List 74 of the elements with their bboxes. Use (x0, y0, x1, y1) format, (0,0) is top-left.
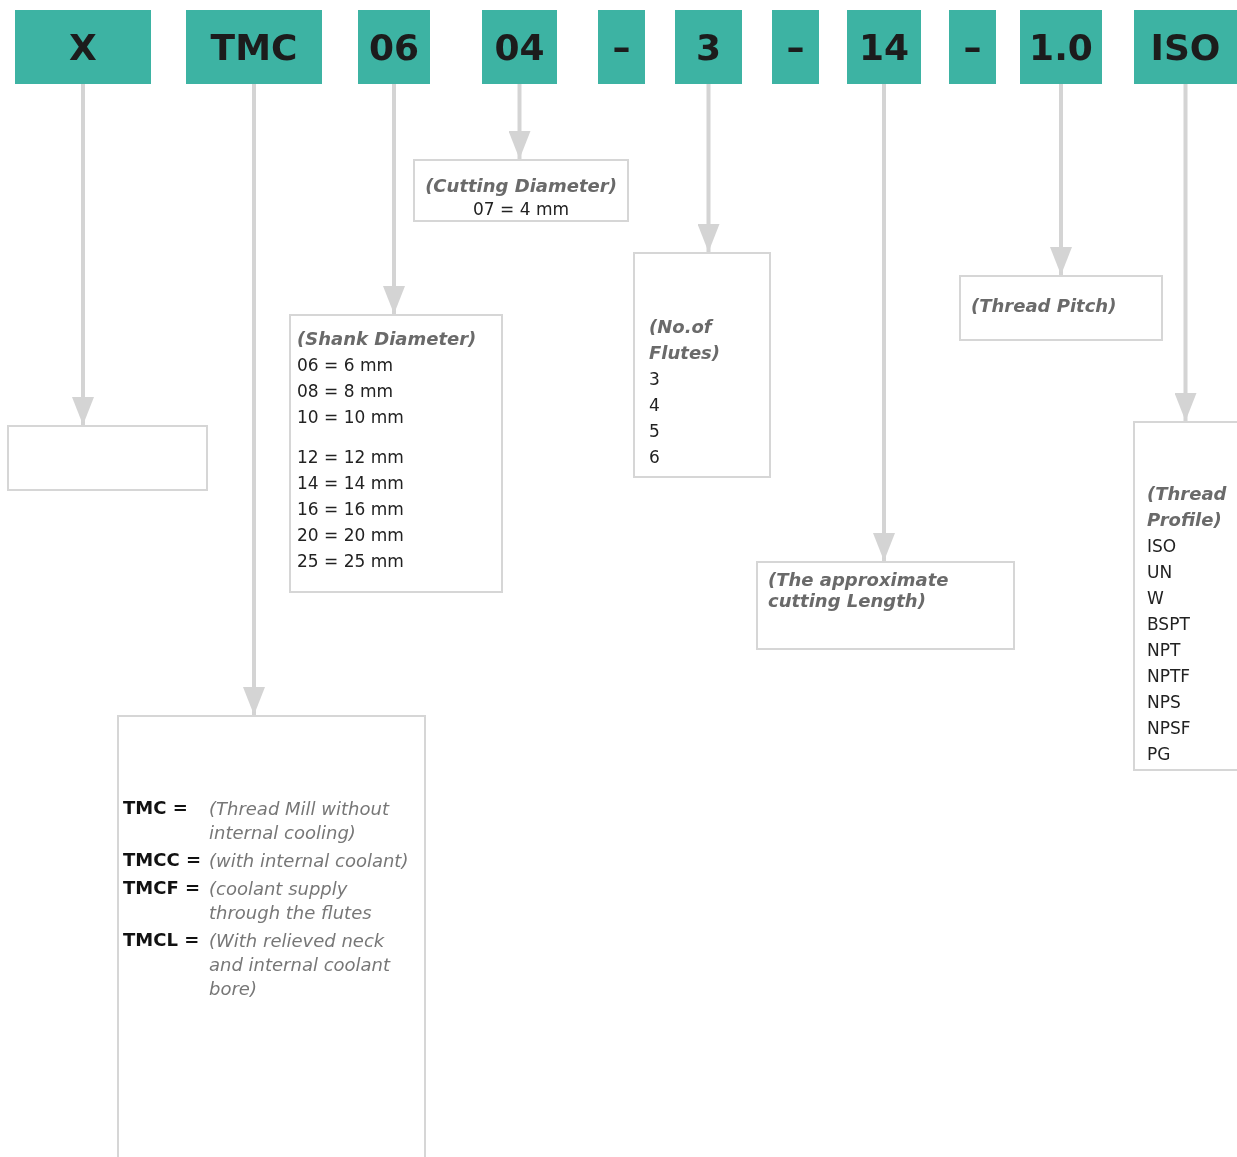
value-text: 5 (649, 420, 661, 443)
value-text: 14 = 14 mm (297, 472, 405, 495)
code-segment (482, 10, 557, 84)
code-segment (186, 10, 322, 84)
code-text: 06 (368, 26, 420, 68)
code-text: – (786, 26, 805, 68)
type-description: (coolant supply through the flutes (208, 877, 373, 925)
value-text: 06 = 6 mm (297, 354, 395, 377)
value-text: UN (1147, 561, 1174, 584)
value-text: 10 = 10 mm (297, 406, 405, 429)
type-box (117, 715, 426, 1157)
code-segment (1134, 10, 1237, 84)
heading: (The approximate cutting Length) (768, 569, 950, 611)
code-segment (675, 10, 742, 84)
code-segment (358, 10, 430, 84)
value-text: 3 (649, 368, 661, 391)
arrow (383, 84, 405, 314)
arrow (243, 84, 265, 715)
value-text: 16 = 16 mm (297, 498, 405, 521)
heading: (Thread Profile) (1147, 482, 1228, 532)
cutting-length-box (756, 561, 1015, 650)
thread-pitch-box (959, 275, 1163, 341)
value-text: NPSF (1147, 717, 1192, 740)
code-text: 1.0 (1029, 26, 1093, 68)
arrow (697, 84, 720, 252)
value-text: 25 = 25 mm (297, 550, 405, 573)
thread-profile-box (1133, 421, 1237, 771)
heading: (Thread Pitch) (971, 295, 1118, 316)
value-text: NPS (1147, 691, 1182, 714)
code-segment (847, 10, 921, 84)
arrow (1050, 84, 1072, 275)
arrow (873, 84, 895, 561)
arrow (72, 84, 94, 425)
code-text: ISO (1150, 26, 1221, 68)
value-text: 6 (649, 446, 661, 469)
value-text: NPTF (1147, 665, 1192, 688)
cutting-diameter-box (413, 159, 629, 222)
value-text: W (1147, 587, 1165, 610)
value-text: ISO (1147, 535, 1178, 558)
value-text: BSPT (1147, 613, 1191, 636)
code-text: – (612, 26, 631, 68)
value-text: 20 = 20 mm (297, 524, 405, 547)
type-code: TMCC = (123, 849, 201, 872)
value-text: NPT (1147, 639, 1182, 662)
value-text: 07 = 4 mm (472, 198, 570, 221)
arrow (508, 84, 531, 159)
code-text: 04 (494, 26, 545, 68)
type-code: TMCL = (123, 929, 201, 952)
heading: (Shank Diameter) (297, 327, 478, 351)
code-segment (598, 10, 645, 84)
code-segment (949, 10, 996, 84)
value-text: 4 (649, 394, 661, 417)
value-text: 12 = 12 mm (297, 446, 405, 469)
code-text: – (963, 26, 982, 68)
arrow (1174, 84, 1197, 421)
value-text: PG (1147, 743, 1172, 766)
empty-box (7, 425, 208, 491)
heading: (Cutting Diameter) (425, 175, 617, 196)
flutes-box (633, 252, 771, 478)
shank-diameter-box (289, 314, 503, 593)
type-description: (Thread Mill without internal cooling) (208, 797, 391, 845)
code-text: 3 (695, 26, 722, 68)
type-code: TMC = (123, 797, 189, 820)
code-segment (772, 10, 819, 84)
type-description: (with internal coolant) (208, 849, 410, 873)
type-code: TMCF = (123, 877, 201, 900)
type-description: (With relieved neck and internal coolant bore) (208, 929, 392, 1001)
value-text: 08 = 8 mm (297, 380, 395, 403)
code-segment (1020, 10, 1102, 84)
code-text: TMC (210, 26, 298, 68)
code-text: 14 (858, 26, 910, 68)
code-text: X (69, 26, 97, 68)
code-segment (15, 10, 151, 84)
heading: (No.of Flutes) (649, 315, 722, 365)
